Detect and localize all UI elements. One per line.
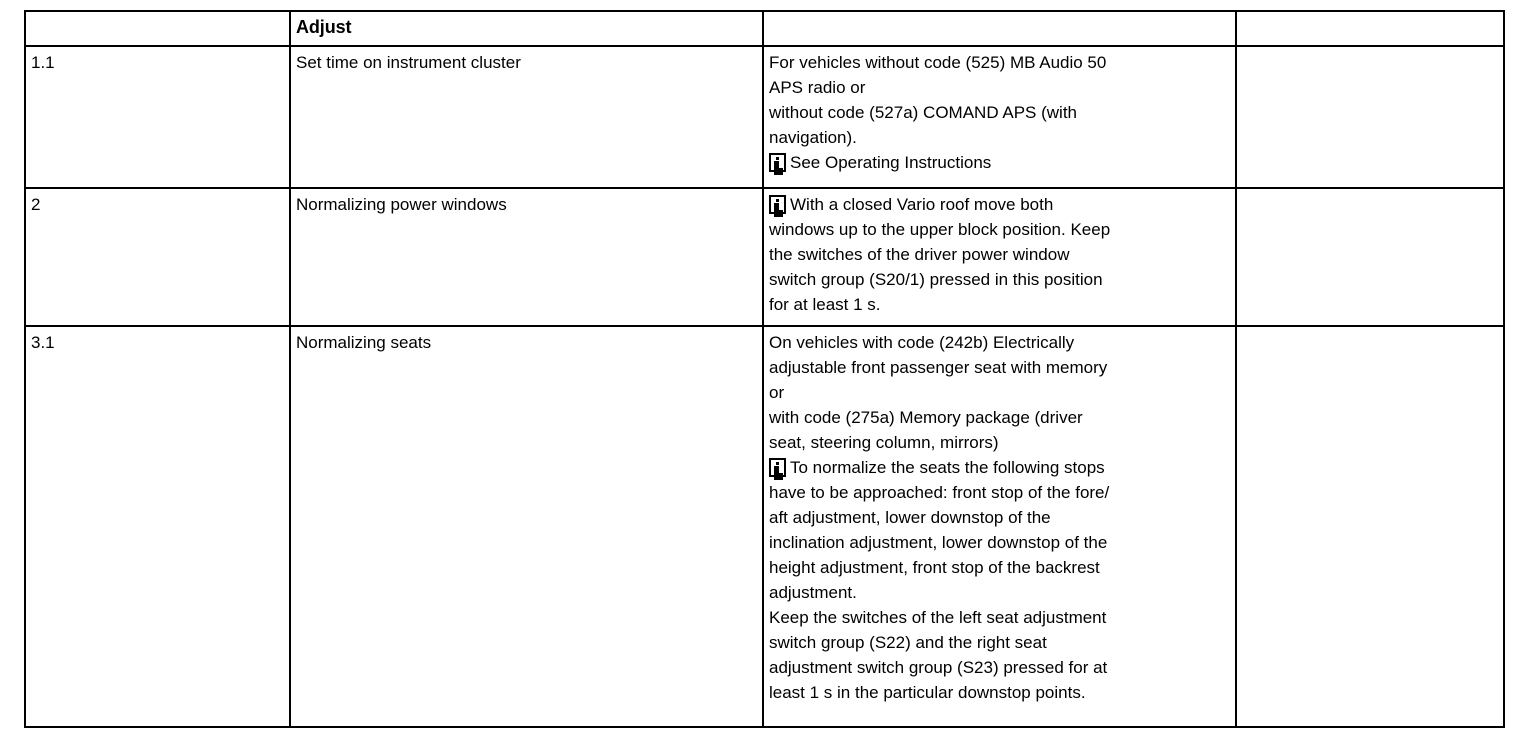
note-block: On vehicles with code (242b) Electricall…	[769, 330, 1230, 705]
note-block: With a closed Vario roof move both windo…	[769, 192, 1230, 317]
note-block: For vehicles without code (525) MB Audio…	[769, 50, 1230, 175]
note-paragraph: For vehicles without code (525) MB Audio…	[769, 53, 1107, 147]
cell-note: With a closed Vario roof move both windo…	[762, 187, 1237, 327]
header-cell-task: Adjust	[289, 10, 764, 47]
header-cell-step	[24, 10, 291, 47]
task-description: Normalizing power windows	[296, 195, 507, 214]
note-icon-text: With a closed Vario roof move both windo…	[769, 195, 1111, 314]
cell-task-description: Normalizing power windows	[289, 187, 764, 327]
note-icon-text: See Operating Instructions	[790, 153, 992, 172]
cell-step-number: 1.1	[24, 45, 291, 189]
cell-step-number: 3.1	[24, 325, 291, 728]
cell-note: On vehicles with code (242b) Electricall…	[762, 325, 1237, 728]
note-icon-line: To normalize the seats the following sto…	[769, 455, 1230, 705]
cell-task-description: Normalizing seats	[289, 325, 764, 728]
table-row: 2 Normalizing power windows With a close…	[24, 187, 1505, 327]
info-icon	[769, 458, 786, 477]
header-cell-note	[762, 10, 1237, 47]
table-row: 3.1 Normalizing seats On vehicles with c…	[24, 325, 1505, 728]
note-icon-text: To normalize the seats the following sto…	[769, 458, 1110, 702]
note-icon-line: See Operating Instructions	[769, 150, 1230, 175]
info-icon	[769, 195, 786, 214]
cell-note: For vehicles without code (525) MB Audio…	[762, 45, 1237, 189]
step-number: 3.1	[31, 333, 55, 352]
cell-blank	[1235, 187, 1505, 327]
cell-blank	[1235, 45, 1505, 189]
step-number: 2	[31, 195, 41, 214]
table-row: 1.1 Set time on instrument cluster For v…	[24, 45, 1505, 189]
note-icon-line: With a closed Vario roof move both windo…	[769, 192, 1230, 317]
info-icon	[769, 153, 786, 172]
header-cell-blank	[1235, 10, 1505, 47]
procedure-table: Adjust 1.1 Set time on instrument cluste…	[24, 10, 1505, 728]
table-header-row: Adjust	[24, 10, 1505, 47]
cell-blank	[1235, 325, 1505, 728]
header-task-label: Adjust	[296, 17, 352, 37]
note-paragraph: On vehicles with code (242b) Electricall…	[769, 333, 1108, 452]
step-number: 1.1	[31, 53, 55, 72]
cell-task-description: Set time on instrument cluster	[289, 45, 764, 189]
cell-step-number: 2	[24, 187, 291, 327]
task-description: Normalizing seats	[296, 333, 432, 352]
task-description: Set time on instrument cluster	[296, 53, 521, 72]
